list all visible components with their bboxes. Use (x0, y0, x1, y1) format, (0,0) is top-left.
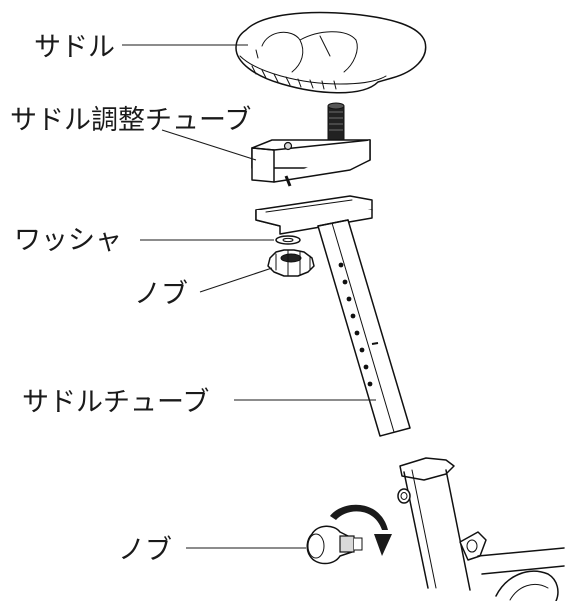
saddle-part (235, 11, 427, 94)
saddle-tube-part (317, 219, 411, 437)
lower-knob-part (306, 525, 363, 565)
rotation-arrow-icon (330, 504, 392, 556)
bike-frame-part (397, 457, 565, 601)
label-knob-lower: ノブ (118, 535, 172, 566)
leader-saddle-adjust-tube (161, 129, 257, 161)
saddle-adjustment-tube-part (251, 139, 371, 187)
label-washer: ワッシャ (14, 225, 122, 256)
label-saddle: サドル (34, 32, 115, 63)
label-saddle-adjust-tube: サドル調整チューブ (10, 105, 251, 136)
saddle-bolt (327, 102, 345, 143)
label-knob-upper: ノブ (134, 279, 188, 310)
leader-knob-upper (199, 267, 273, 293)
upper-knob-part (267, 249, 315, 277)
washer-part (275, 235, 301, 245)
seat-clamp-channel (255, 195, 373, 235)
label-saddle-tube: サドルチューブ (22, 387, 209, 418)
